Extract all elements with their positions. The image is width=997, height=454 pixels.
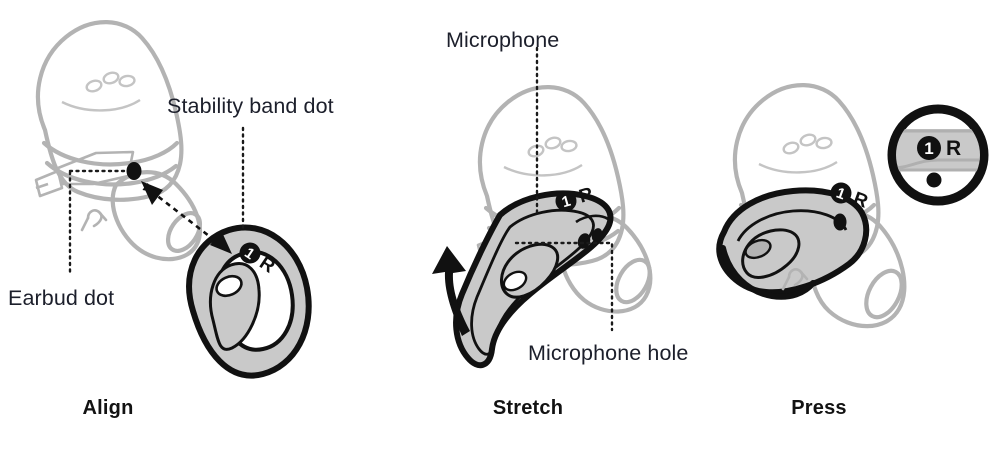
label-microphone: Microphone	[446, 28, 559, 52]
caption-align: Align	[83, 397, 134, 419]
alignment-arrowhead-upper	[141, 181, 163, 205]
caption-press: Press	[791, 397, 847, 419]
microphone-hole-leader	[514, 241, 614, 332]
callout-side: R	[946, 137, 961, 160]
label-earbud-dot: Earbud dot	[8, 286, 114, 310]
microphone-hole-dot-2	[591, 228, 603, 242]
alignment-arrowhead-lower	[210, 230, 232, 254]
label-stability-band-dot: Stability band dot	[167, 94, 334, 118]
earbud-side-marking-press	[781, 268, 809, 291]
earbud-mic-grille-align	[61, 71, 141, 112]
panel-press: 1 R 1 R Press	[716, 83, 989, 419]
band-side-stretch: R	[577, 184, 596, 208]
caption-stretch: Stretch	[493, 397, 563, 419]
panel-align: 1 R Stability band dot Earbud dot Align	[8, 20, 334, 419]
stability-band-press	[716, 187, 870, 300]
callout-dot	[926, 172, 942, 188]
label-microphone-hole: Microphone hole	[528, 341, 688, 365]
earbud-dot-marker	[126, 162, 142, 180]
stretch-arrow	[432, 246, 470, 336]
callout-number-badge	[917, 136, 941, 160]
band-marking-press: 1 R	[830, 182, 871, 213]
stability-band-stretch	[453, 190, 614, 369]
panel-stretch: 1 R Microphone Microphone hole Stretch	[432, 28, 688, 419]
microphone-hole-dot-1	[577, 233, 591, 249]
callout-number: 1	[924, 139, 933, 158]
earbud-mic-grille-stretch	[503, 136, 583, 177]
band-marking-closeup: 1 R	[887, 104, 989, 206]
band-alignment-dot-press	[833, 213, 847, 231]
band-marking-stretch: 1 R	[555, 184, 596, 212]
earbud-mic-grille-press	[758, 133, 838, 174]
earbud-side-marking-align	[80, 209, 108, 232]
